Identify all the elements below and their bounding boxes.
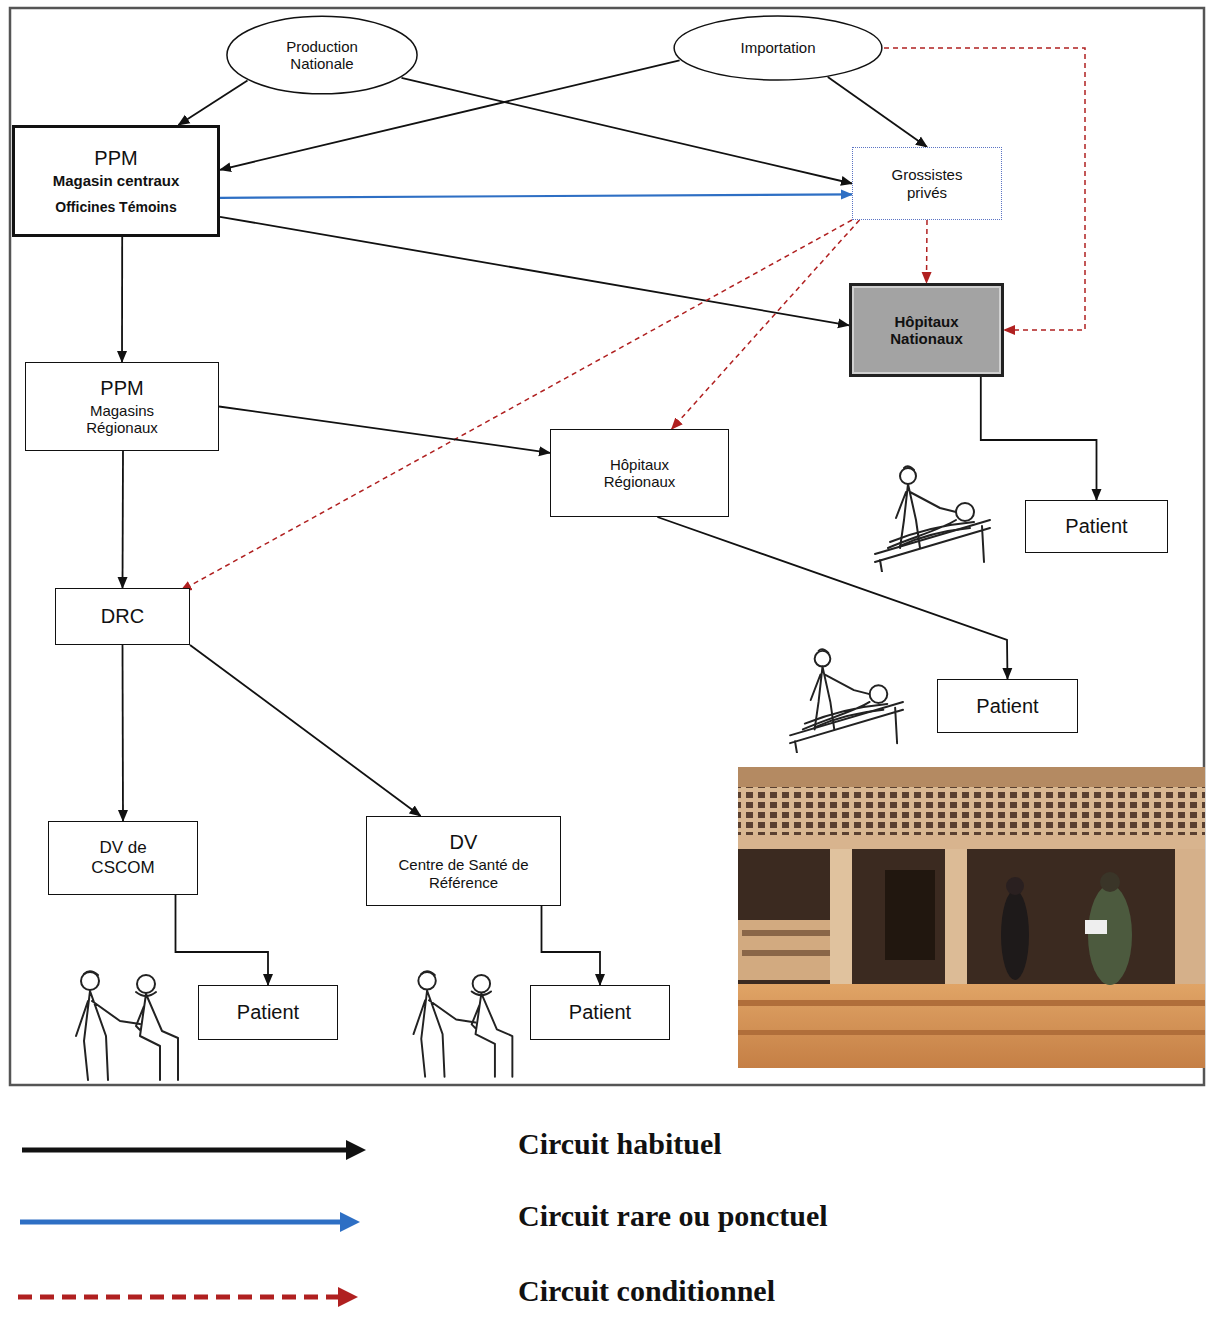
text-stack: Hôpitaux Régionaux: [580, 456, 700, 491]
text-stack: DVCentre de Santé de Référence: [379, 831, 549, 891]
node-text: DV: [379, 831, 549, 854]
wholesaler-box: Grossistes privés: [852, 147, 1002, 220]
flow-arrow: [542, 906, 601, 985]
doctor-patient-sketch: [414, 971, 513, 1076]
source-ellipse: Importation: [672, 15, 884, 81]
node-text: Production Nationale: [262, 38, 382, 73]
doctor-patient-sketch: [875, 466, 990, 572]
legend-text: Circuit conditionnel: [518, 1274, 775, 1308]
node-text: Grossistes privés: [872, 166, 982, 201]
source-ellipse: Production Nationale: [225, 15, 419, 95]
patient-box: Patient: [530, 985, 670, 1040]
doctor-patient-sketch: [790, 649, 903, 753]
node-text: DV de CSCOM: [83, 838, 163, 877]
node-text: Patient: [976, 695, 1038, 718]
flow-arrow: [220, 194, 852, 197]
text-stack: Hôpitaux Nationaux: [872, 313, 982, 348]
node-text: Importation: [740, 39, 815, 56]
text-stack: Grossistes privés: [872, 166, 982, 201]
warehouse-box: PPM Magasin centrauxOfficines Témoins: [12, 125, 220, 237]
process-box: DRC: [55, 588, 190, 645]
patient-box: Patient: [1025, 500, 1168, 553]
patient-box: Patient: [198, 985, 338, 1040]
hospital-box: Hôpitaux Nationaux: [849, 283, 1004, 377]
flow-arrow: [672, 220, 860, 429]
flow-arrow: [657, 517, 1007, 679]
node-text: Hôpitaux Régionaux: [580, 456, 700, 491]
text-stack: Production Nationale: [262, 38, 382, 73]
node-text: Officines Témoins: [53, 199, 180, 215]
node-text: DRC: [101, 605, 144, 628]
flow-arrow: [122, 645, 124, 821]
doctor-patient-sketch: [76, 971, 178, 1080]
flow-arrow: [176, 895, 269, 985]
outer-frame: [10, 8, 1204, 1085]
text-stack: Patient: [569, 1001, 631, 1024]
hospital-photo: [738, 767, 1205, 1068]
text-stack: PPM Magasin centrauxOfficines Témoins: [53, 147, 180, 215]
flow-arrow: [219, 407, 550, 453]
text-stack: Patient: [1065, 515, 1127, 538]
node-text: Patient: [237, 1001, 299, 1024]
flow-arrow: [828, 77, 927, 147]
node-text: PPM: [62, 377, 182, 400]
node-text: Patient: [569, 1001, 631, 1024]
flow-arrow: [121, 237, 123, 362]
flow-arrow: [402, 78, 853, 184]
text-stack: PPMMagasins Régionaux: [62, 377, 182, 437]
node-text: Patient: [1065, 515, 1127, 538]
node-text: Hôpitaux Nationaux: [872, 313, 982, 348]
text-stack: DV de CSCOM: [83, 838, 163, 877]
flow-arrow: [981, 377, 1097, 500]
warehouse-box: PPMMagasins Régionaux: [25, 362, 219, 451]
depot-box: DV de CSCOM: [48, 821, 198, 895]
text-stack: Patient: [237, 1001, 299, 1024]
legend-samples: [18, 1140, 366, 1307]
flow-arrow: [178, 81, 247, 125]
depot-box: DVCentre de Santé de Référence: [366, 816, 561, 906]
node-text: Magasins Régionaux: [62, 402, 182, 437]
flow-arrow: [122, 451, 124, 588]
node-text: Centre de Santé de Référence: [379, 856, 549, 891]
flow-arrow: [190, 645, 421, 816]
text-stack: Importation: [740, 39, 815, 56]
text-stack: DRC: [101, 605, 144, 628]
legend-text: Circuit habituel: [518, 1127, 722, 1161]
legend-text: Circuit rare ou ponctuel: [518, 1199, 828, 1233]
flow-arrow: [181, 220, 852, 591]
flow-arrow: [220, 217, 849, 325]
flow-arrow: [926, 220, 928, 283]
patient-box: Patient: [937, 679, 1078, 733]
node-text: PPM: [53, 147, 180, 170]
text-stack: Patient: [976, 695, 1038, 718]
hospital-box: Hôpitaux Régionaux: [550, 429, 729, 517]
node-text: Magasin centraux: [53, 172, 180, 189]
